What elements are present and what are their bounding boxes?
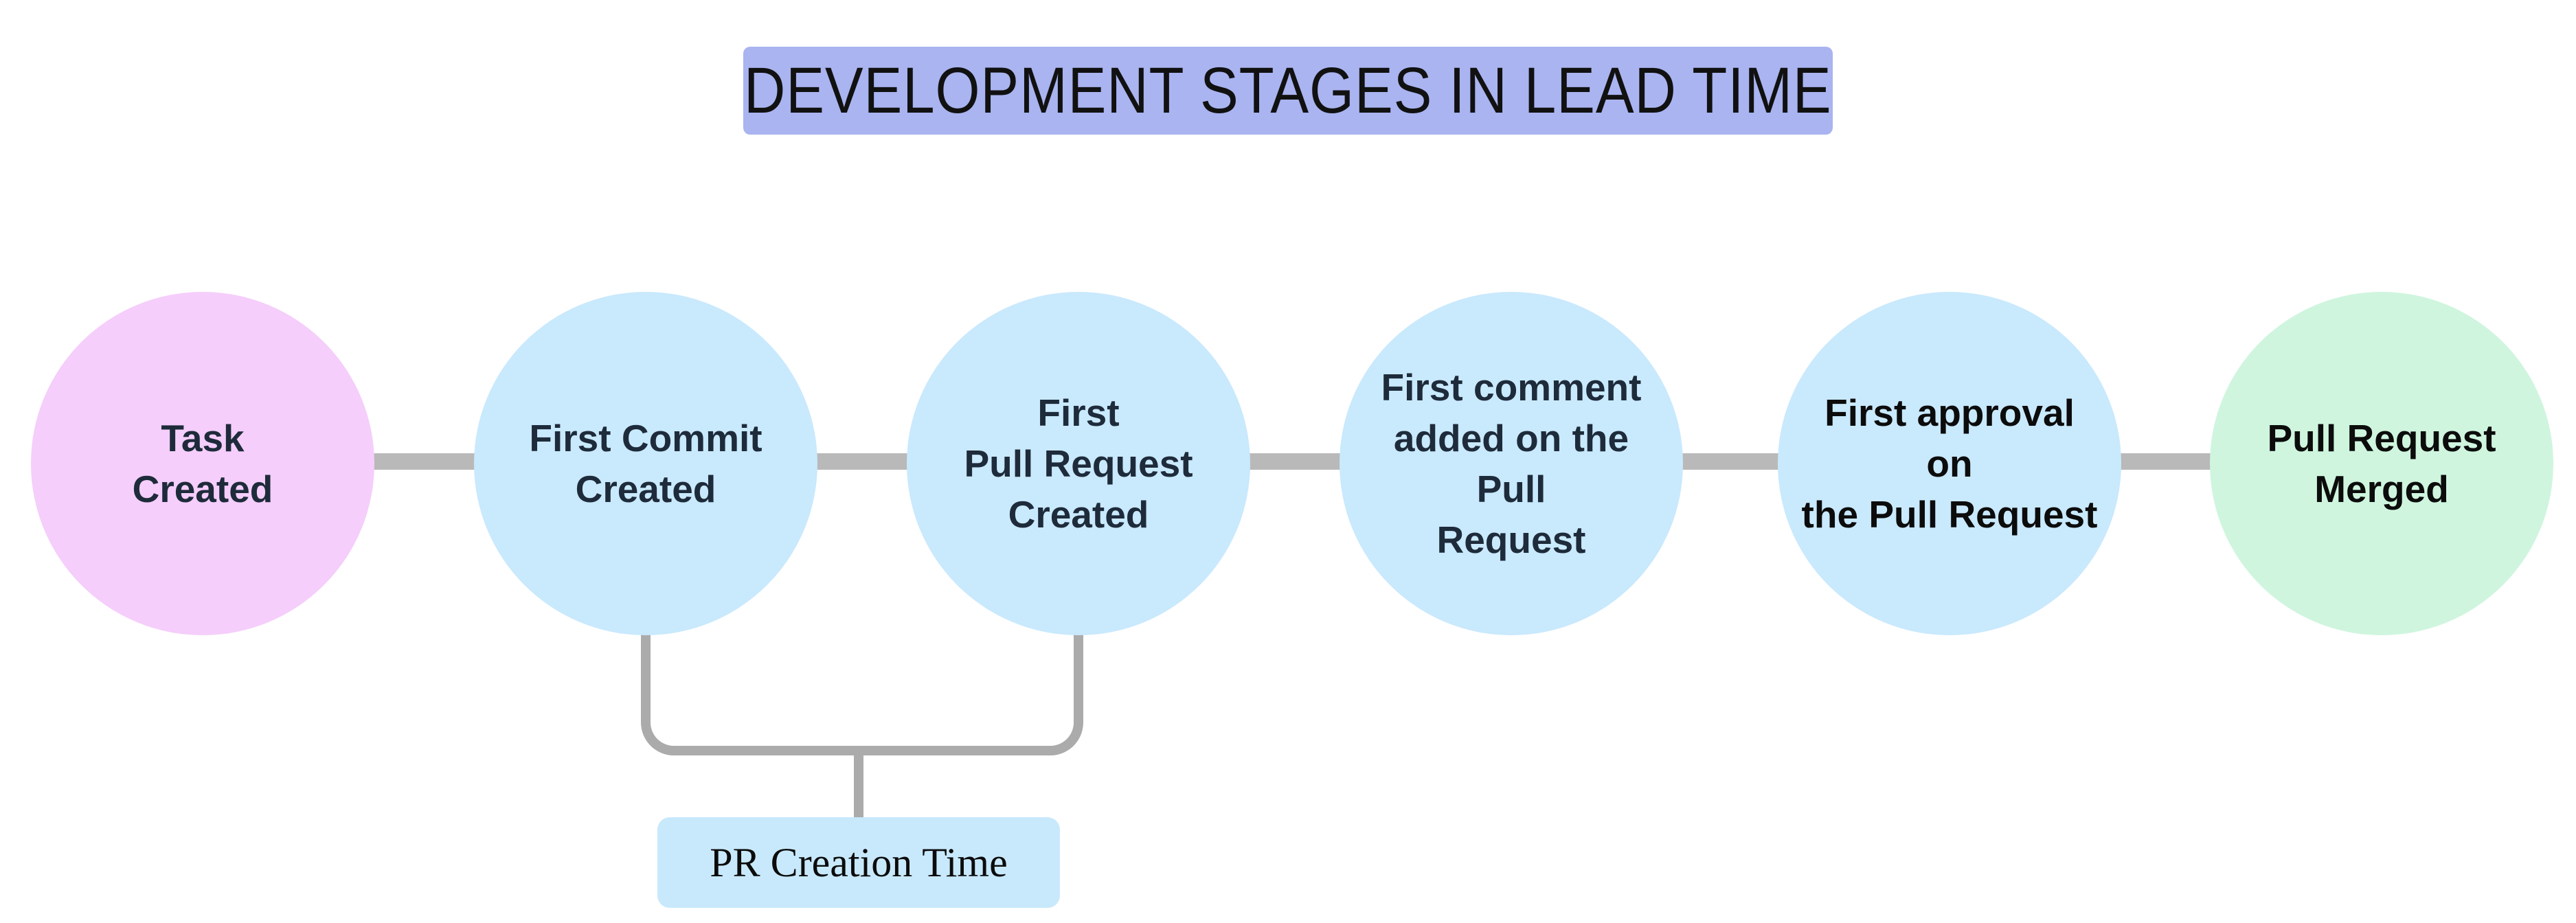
stage-label: First Pull Request Created xyxy=(964,391,1193,536)
stage-circle-first-pull-request-created: First Pull Request Created xyxy=(907,292,1250,635)
stage-label: First approval on the Pull Request xyxy=(1801,391,2098,536)
stage-circle-first-approval: First approval on the Pull Request xyxy=(1778,292,2121,635)
pr-creation-time-bracket xyxy=(641,626,1083,755)
stage-label: First Commit Created xyxy=(529,417,762,510)
stage-label: Task Created xyxy=(132,417,273,510)
stage-label: First comment added on the Pull Request xyxy=(1381,366,1642,561)
pr-creation-time-label: PR Creation Time xyxy=(657,817,1060,908)
pr-creation-time-text: PR Creation Time xyxy=(710,839,1008,885)
stage-circle-first-commit-created: First Commit Created xyxy=(474,292,817,635)
pr-creation-time-bracket-stem xyxy=(854,754,863,819)
stage-circle-task-created: Task Created xyxy=(31,292,374,635)
title-badge: DEVELOPMENT STAGES IN LEAD TIME xyxy=(743,47,1833,135)
stage-circle-first-comment-added: First comment added on the Pull Request xyxy=(1340,292,1683,635)
page-title: DEVELOPMENT STAGES IN LEAD TIME xyxy=(744,54,1832,127)
stage-circle-pull-request-merged: Pull Request Merged xyxy=(2210,292,2553,635)
stage-label: Pull Request Merged xyxy=(2267,417,2496,510)
